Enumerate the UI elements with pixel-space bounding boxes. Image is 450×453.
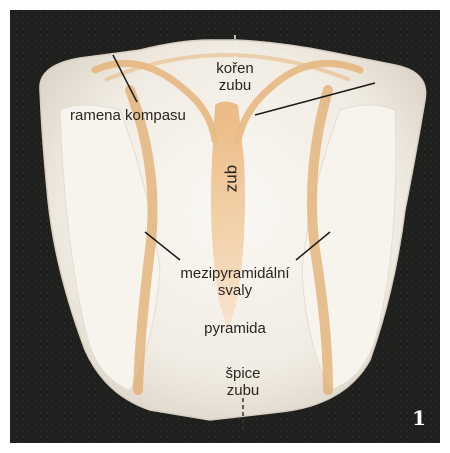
label-interpyramidal-line1: mezipyramidální [165,265,305,282]
label-pyramid: pyramida [180,320,290,337]
label-tooth: zub [223,159,240,199]
label-interpyramidal-line2: svaly [165,282,305,299]
label-compass-arms: ramena kompasu [70,107,186,124]
figure-frame: kořen zubu ramena kompasu zub mezipyrami… [10,10,440,443]
label-tooth-tip: špice zubu [208,365,278,399]
label-tooth-root: kořen zubu [200,60,270,94]
label-tooth-tip-line1: špice [208,365,278,382]
label-tooth-root-line1: kořen [200,60,270,77]
label-tooth-root-line2: zubu [200,77,270,94]
label-interpyramidal-muscles: mezipyramidální svaly [165,265,305,299]
figure-number: 1 [412,406,426,430]
label-tooth-tip-line2: zubu [208,382,278,399]
